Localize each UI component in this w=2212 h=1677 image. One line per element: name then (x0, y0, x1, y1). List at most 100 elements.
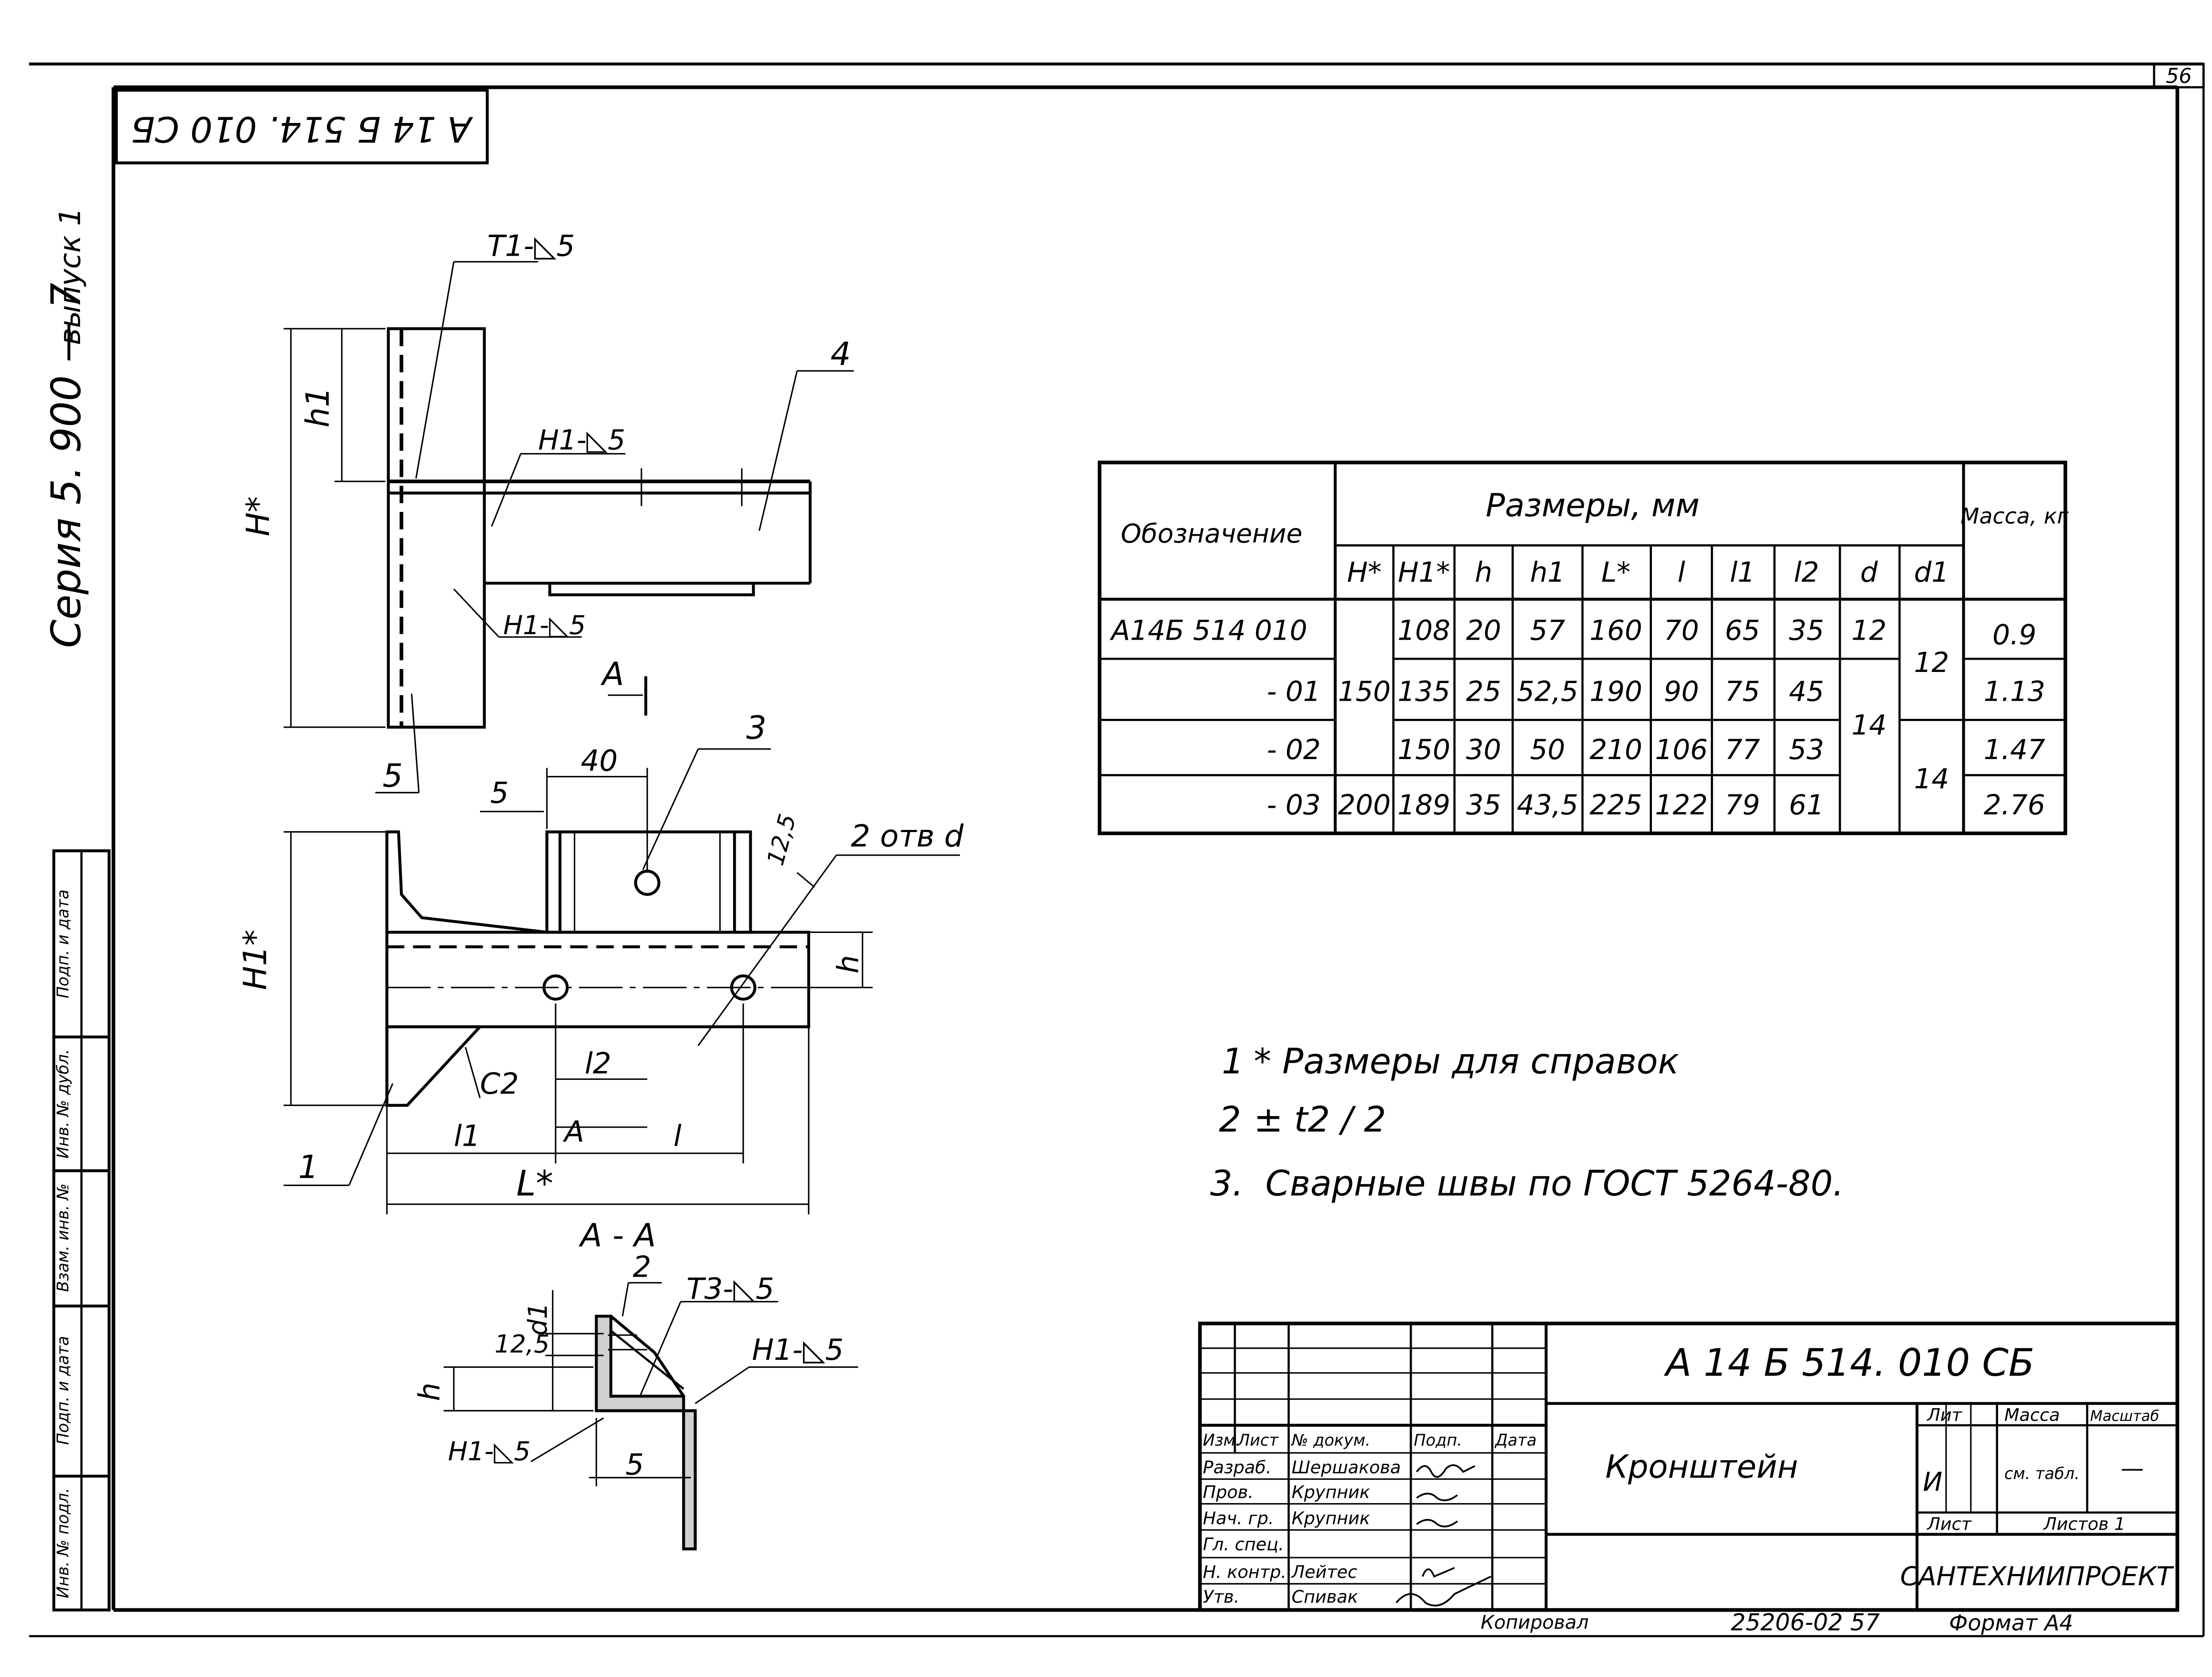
dim-H1-label: H1* (237, 930, 274, 990)
note-3-text: Сварные швы по ГОСТ 5264-80. (1265, 1163, 1844, 1204)
series-label: Серия 5. 900 — 7 (42, 283, 90, 648)
head-ndoc: № докум. (1290, 1431, 1370, 1450)
row3-designation: - 03 (1267, 789, 1321, 821)
footer-format: Формат А4 (1949, 1610, 2074, 1636)
col-h1: h1 (1530, 556, 1565, 588)
sheet-frame (29, 62, 2205, 1638)
row0-h: 20 (1466, 614, 1501, 647)
title-block-title: Кронштейн (1605, 1448, 1798, 1485)
sheet-label: Лист (1926, 1514, 1972, 1535)
row1-h1: 52,5 (1517, 675, 1578, 708)
notes: 1 * Размеры для справок 2 ± t2 / 2 3. Св… (1210, 1041, 1843, 1204)
title-block-doc-code: А 14 Б 514. 010 СБ (1663, 1341, 2034, 1385)
col-l: l (1678, 556, 1686, 588)
row2-H1: 150 (1398, 733, 1450, 766)
row1-l1: 75 (1725, 675, 1760, 708)
table-row-3: - 03 200 189 35 43,5 225 122 79 61 2.76 (1267, 789, 2045, 821)
note-2-text: ± t2 / 2 (1254, 1099, 1386, 1140)
table-header-mass: Масса, кг (1960, 503, 2069, 529)
dim-d1-label: d1 (522, 1302, 553, 1335)
section-a-marker: А (563, 1115, 584, 1149)
row2-d1-merged: 14 (1914, 763, 1949, 795)
row0-l2: 35 (1789, 614, 1824, 647)
dim-5-b-label: 5 (626, 1448, 644, 1482)
table-header-sizes: Размеры, мм (1486, 487, 1699, 524)
weld-h1-left-label: Н1-◺5 (448, 1436, 531, 1466)
scale-label: Масштаб (2090, 1407, 2159, 1424)
view-a-marker: А (600, 656, 624, 693)
row1-d-merged: 14 (1851, 709, 1886, 741)
role-0: Разраб. (1203, 1457, 1271, 1477)
holes-label: 2 отв d (851, 818, 964, 854)
row0-H1: 108 (1398, 614, 1450, 647)
chamfer-c2-label: С2 (480, 1067, 519, 1101)
weld-t3-label: Т3-◺5 (687, 1272, 774, 1306)
head-list: Лист (1237, 1431, 1279, 1450)
role-1: Пров. (1203, 1482, 1254, 1502)
dim-l1-label: l1 (454, 1119, 480, 1153)
dim-12-5-b-label: 12,5 (495, 1330, 549, 1359)
row3-l1: 79 (1725, 789, 1760, 821)
row0-mass: 0.9 (1993, 618, 2036, 651)
row2-l2: 53 (1789, 733, 1824, 766)
table-row-0: А14Б 514 010 108 20 57 160 70 65 35 12 0… (1110, 614, 2036, 651)
signatures (1395, 1464, 1491, 1607)
role-5: Утв. (1203, 1587, 1240, 1607)
row2-h1: 50 (1530, 733, 1565, 766)
note-3-num: 3. (1210, 1163, 1243, 1204)
size-table (1098, 461, 2067, 835)
row0-designation: А14Б 514 010 (1110, 614, 1307, 647)
dim-H-label: H* (240, 496, 277, 537)
col-d: d (1860, 556, 1878, 588)
row3-L: 225 (1590, 789, 1642, 821)
head-data: Дата (1494, 1431, 1537, 1450)
row3-h: 35 (1466, 789, 1501, 821)
row0-L: 160 (1590, 614, 1642, 647)
dim-h1-label: h1 (300, 387, 337, 428)
role-2: Нач. гр. (1203, 1508, 1274, 1529)
side-stamp-label-2: Подп. и дата (54, 1336, 73, 1445)
side-stamp-label-5: Подп. и дата (54, 890, 73, 998)
row1-H1: 135 (1398, 675, 1450, 708)
col-L: L* (1601, 556, 1631, 588)
position-3: 3 (746, 710, 767, 747)
row0-d1-merged: 12 (1914, 646, 1949, 679)
weld-h1-lower-label: Н1-◺5 (503, 610, 586, 640)
lit-label: Лит (1926, 1405, 1962, 1425)
side-stamp-label-4: Инв. № дубл. (54, 1049, 73, 1159)
role-5-name: Спивак (1291, 1587, 1358, 1607)
role-4-name: Лейтес (1290, 1562, 1357, 1582)
mass-label: Масса (2004, 1405, 2060, 1425)
lit-value: И (1923, 1466, 1942, 1497)
col-h: h (1475, 556, 1493, 588)
position-4: 4 (830, 336, 851, 373)
position-5: 5 (383, 758, 403, 795)
row2-mass: 1.47 (1984, 733, 2045, 766)
row0-H-merged: 150 (1338, 675, 1390, 708)
role-2-name: Крупник (1291, 1508, 1370, 1529)
dim-L-label: L* (516, 1163, 553, 1204)
row1-h: 25 (1466, 675, 1501, 708)
head-izm: Изм. (1203, 1431, 1240, 1450)
row2-l: 106 (1655, 733, 1708, 766)
dim-12-5-label: 12,5 (762, 811, 801, 868)
col-l1: l1 (1730, 556, 1755, 588)
footer-copied: Копировал (1481, 1612, 1589, 1634)
row2-h: 30 (1466, 733, 1501, 766)
head-podp: Подп. (1414, 1431, 1462, 1450)
row1-l: 90 (1664, 675, 1699, 708)
side-stamp-label-3: Взам. инв. № (54, 1183, 73, 1292)
col-l2: l2 (1794, 556, 1819, 588)
page-number: 56 (2166, 64, 2192, 88)
sheets-label: Листов 1 (2043, 1514, 2125, 1535)
weld-t1-label: Т1-◺5 (487, 229, 575, 263)
row0-l: 70 (1664, 614, 1699, 647)
dim-h-label: h (831, 955, 865, 974)
note-2-num: 2 (1219, 1099, 1241, 1140)
row2-designation: - 02 (1267, 733, 1321, 766)
row1-designation: - 01 (1267, 675, 1321, 708)
dim-5-label: 5 (490, 776, 509, 810)
